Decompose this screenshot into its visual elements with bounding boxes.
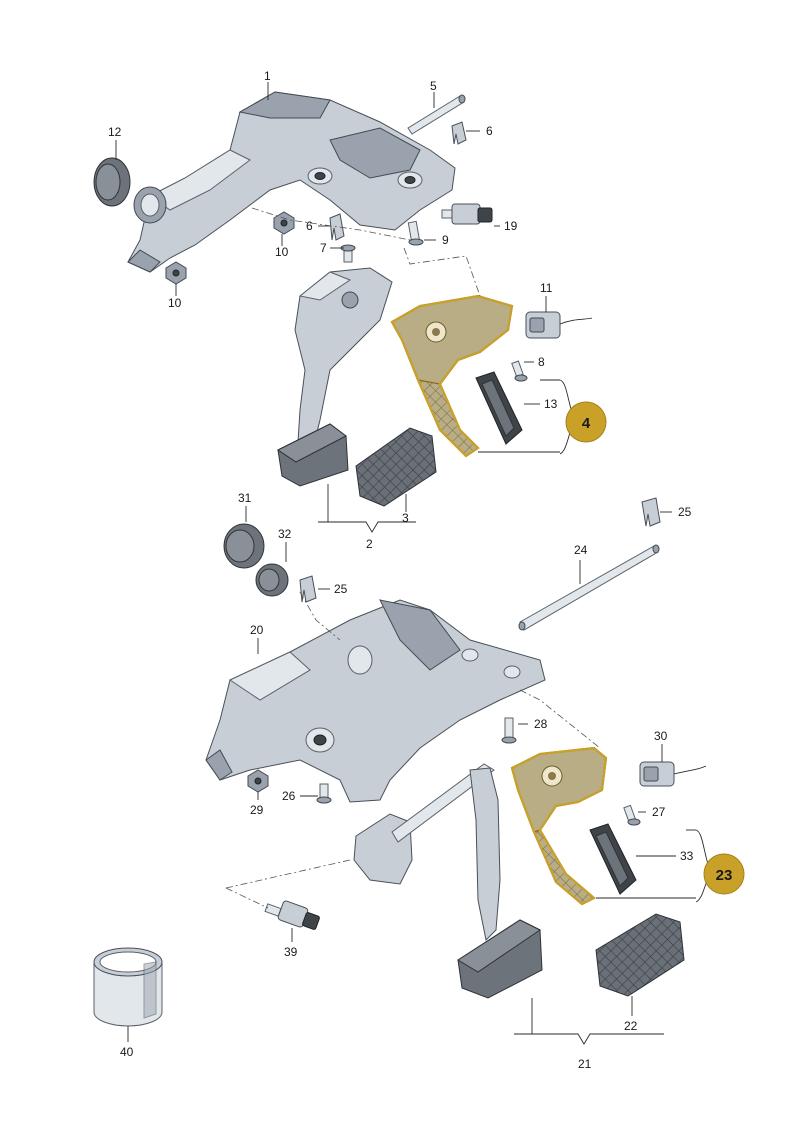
svg-text:23: 23 [716, 867, 733, 884]
bolt-9 [407, 220, 424, 246]
switch-39 [264, 900, 320, 930]
label-8: 8 [538, 355, 545, 369]
clip-25b [641, 497, 661, 527]
label-40: 40 [120, 1045, 134, 1059]
accelerator-pedal-module-4 [390, 294, 514, 458]
connector-11 [525, 311, 593, 339]
label-3: 3 [402, 511, 409, 525]
label-33: 33 [680, 849, 694, 863]
label-19: 19 [504, 219, 518, 233]
cap-12 [93, 157, 131, 207]
label-2: 2 [366, 537, 373, 551]
clip-25a [299, 575, 317, 603]
label-24: 24 [574, 543, 588, 557]
label-22: 22 [624, 1019, 638, 1033]
bushing-40 [93, 947, 163, 1027]
badge-4: 4 [565, 401, 607, 443]
label-5: 5 [430, 79, 437, 93]
label-12: 12 [108, 125, 122, 139]
label-39: 39 [284, 945, 298, 959]
clip-6a [451, 121, 467, 145]
pin-5 [407, 94, 466, 135]
bolt-26 [316, 783, 332, 804]
pedal-2 [277, 267, 393, 487]
shaft-24 [518, 544, 660, 631]
label-28: 28 [534, 717, 548, 731]
screw-27 [623, 804, 641, 826]
pedal-21 [353, 763, 543, 999]
pad-33 [589, 823, 637, 895]
switch-19 [441, 203, 493, 225]
label-10a: 10 [275, 245, 289, 259]
label-25a: 25 [334, 582, 348, 596]
pedal-pad-22 [595, 913, 685, 997]
clip-6b [329, 213, 345, 241]
pedal-pad-3 [355, 427, 437, 507]
cap-31 [223, 523, 265, 569]
nut-10a [273, 211, 295, 235]
leader-lines [115, 82, 713, 1045]
label-31: 31 [238, 491, 252, 505]
label-13: 13 [544, 397, 558, 411]
label-25b: 25 [678, 505, 692, 519]
label-21: 21 [578, 1057, 592, 1071]
label-10b: 10 [168, 296, 182, 310]
pad-13 [475, 371, 523, 445]
label-7: 7 [320, 241, 327, 255]
label-32: 32 [278, 527, 292, 541]
cap-32 [255, 563, 289, 597]
bolt-28 [501, 717, 517, 744]
label-6b: 6 [306, 219, 313, 233]
construction-lines [225, 207, 601, 909]
pedal-bracket-lower [205, 599, 546, 803]
screw-8 [511, 360, 528, 382]
label-26: 26 [282, 789, 296, 803]
label-6a: 6 [486, 124, 493, 138]
part-labels: 1 12 5 6 6 7 9 19 10 10 11 8 13 3 2 31 3… [108, 69, 694, 1071]
label-1: 1 [264, 69, 271, 83]
nut-29 [247, 769, 269, 793]
svg-text:4: 4 [582, 415, 591, 432]
label-30: 30 [654, 729, 668, 743]
label-27: 27 [652, 805, 666, 819]
connector-30 [639, 761, 707, 787]
bolt-7 [340, 244, 356, 263]
label-11: 11 [540, 281, 553, 295]
accelerator-pedal-module-23 [510, 746, 608, 906]
label-20: 20 [250, 623, 264, 637]
badge-23: 23 [703, 853, 745, 895]
label-29: 29 [250, 803, 264, 817]
label-9: 9 [442, 233, 449, 247]
pedal-bracket-upper [127, 91, 456, 273]
nut-10b [165, 261, 187, 285]
